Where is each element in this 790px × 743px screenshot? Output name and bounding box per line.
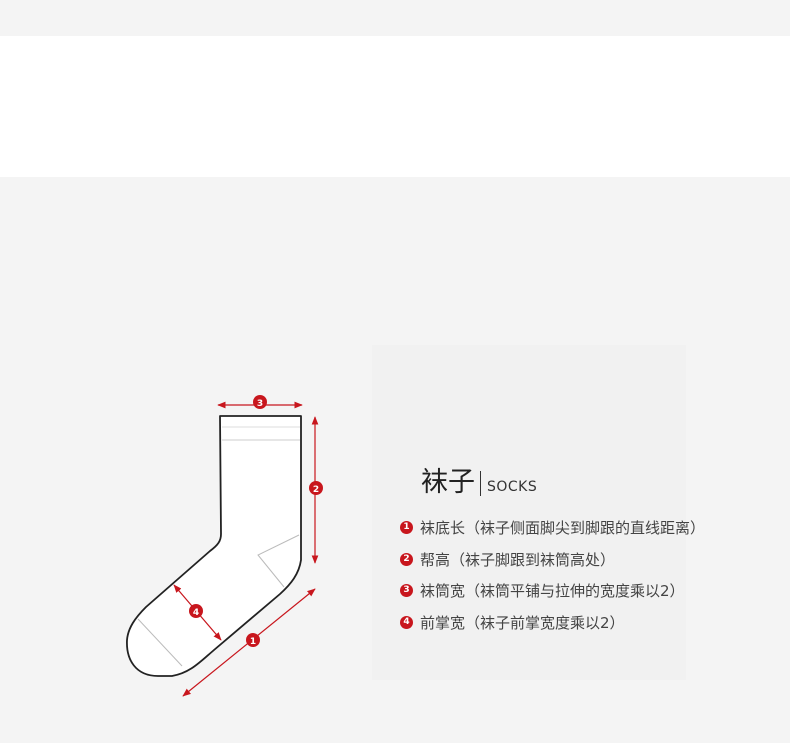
product-title-en: SOCKS <box>487 479 538 495</box>
toe-patch <box>137 618 183 667</box>
measure-3-label: 3 <box>257 399 263 409</box>
info-panel-background <box>372 345 686 680</box>
sock-outline <box>126 415 302 677</box>
measurement-legend: 1 袜底长（袜子侧面脚尖到脚跟的直线距离） 2 帮高（袜子脚跟到袜筒高处） 3 … <box>400 512 705 638</box>
legend-text: 前掌宽（袜子前掌宽度乘以2） <box>420 613 625 632</box>
legend-text: 袜底长（袜子侧面脚尖到脚跟的直线距离） <box>420 519 706 538</box>
measure-4-label: 4 <box>193 608 199 618</box>
product-title-cn: 袜子 <box>421 467 475 498</box>
measure-2-marker <box>309 481 323 495</box>
top-strip <box>0 0 790 36</box>
legend-number-badge: 1 <box>400 521 413 535</box>
title-divider <box>480 471 481 496</box>
legend-item: 4 前掌宽（袜子前掌宽度乘以2） <box>400 607 705 639</box>
measure-1-label: 1 <box>250 637 256 647</box>
measure-2-label: 2 <box>313 485 319 495</box>
legend-item: 2 帮高（袜子脚跟到袜筒高处） <box>400 544 705 576</box>
legend-text: 帮高（袜子脚跟到袜筒高处） <box>420 550 616 569</box>
measure-1-marker <box>246 633 260 647</box>
legend-number-badge: 3 <box>400 584 413 598</box>
legend-text: 袜筒宽（袜筒平铺与拉伸的宽度乘以2） <box>420 582 685 601</box>
legend-item: 1 袜底长（袜子侧面脚尖到脚跟的直线距离） <box>400 512 705 544</box>
measure-3-marker <box>253 395 267 409</box>
legend-item: 3 袜筒宽（袜筒平铺与拉伸的宽度乘以2） <box>400 575 705 607</box>
legend-number-badge: 2 <box>400 552 413 566</box>
legend-number-badge: 4 <box>400 615 413 629</box>
product-title: 袜子 SOCKS <box>421 462 537 498</box>
heel-patch <box>257 534 300 588</box>
white-banner <box>0 36 790 177</box>
